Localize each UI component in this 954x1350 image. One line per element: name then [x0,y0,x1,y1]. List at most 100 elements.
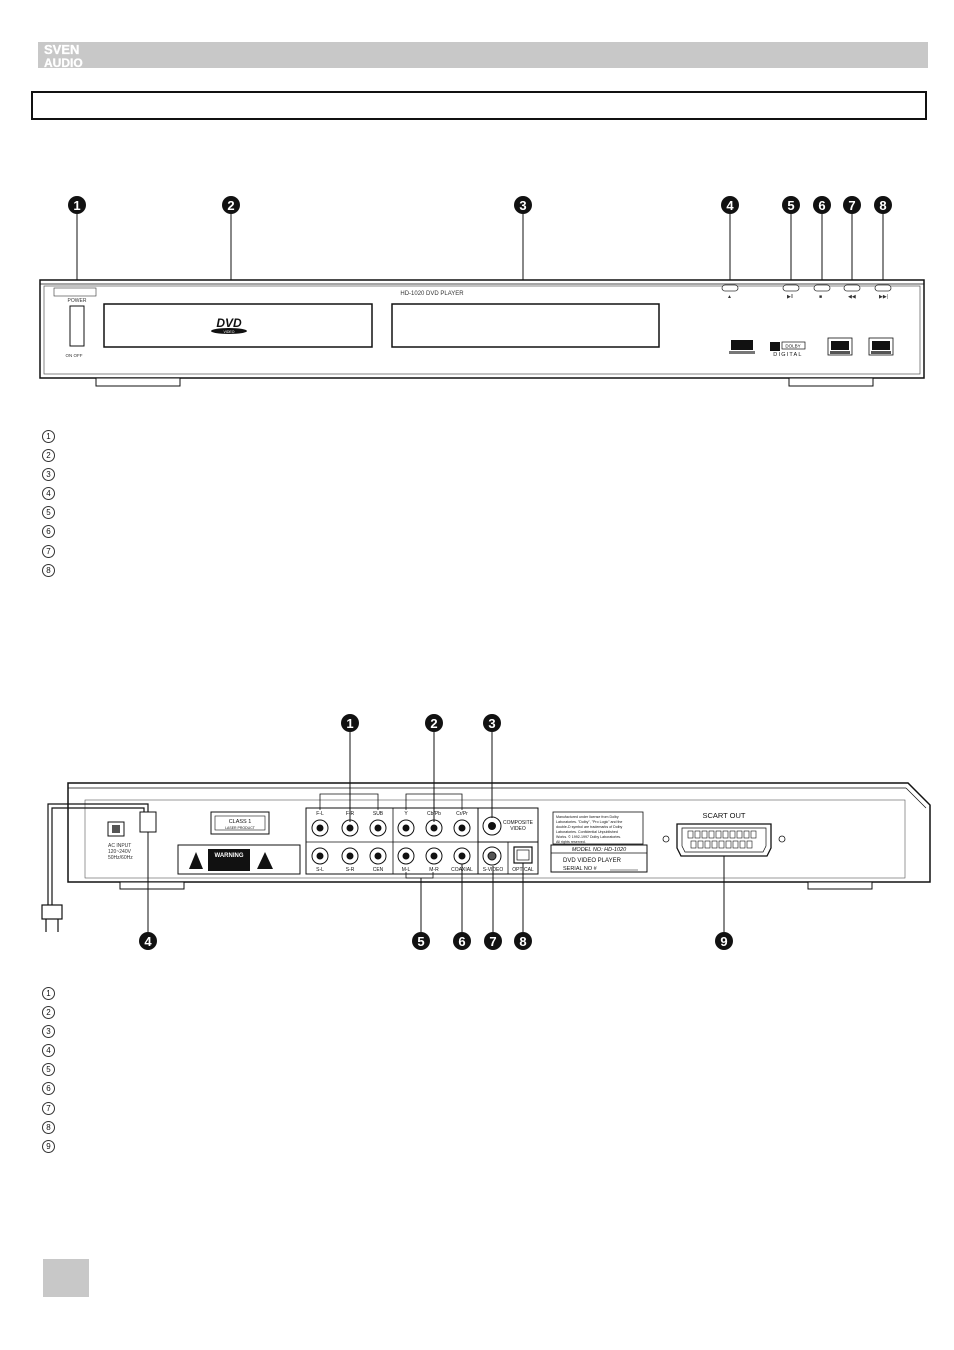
front-callout-3: 3 [514,196,532,214]
front-power-label: POWER [68,298,87,304]
front-callout-6: 6 [813,196,831,214]
compact-disc-logo-1 [827,337,853,356]
svg-text:8: 8 [879,198,886,213]
stop-button [813,284,831,292]
brand-logo: SVEN AUDIO [42,42,94,70]
front-callouts: 1 2 3 4 5 6 7 8 [68,196,892,214]
rca-jacks [311,816,502,866]
svg-text:Laboratories. Confidential Unp: Laboratories. Confidential Unpublished [556,830,618,834]
svg-text:F-L: F-L [316,811,324,817]
svg-text:1: 1 [346,716,353,731]
scart-connector [676,823,772,857]
rear-callout-2: 2 [425,714,443,732]
rear-callout-6: 6 [453,932,471,950]
svg-text:Manufactured under license fro: Manufactured under license from Dolby [556,815,619,819]
rear-callout-1: 1 [341,714,359,732]
svg-text:All rights reserved.: All rights reserved. [556,840,586,844]
rear-callout-8: 8 [514,932,532,950]
eject-icon: ▲ [727,294,732,300]
rear-legend-item: 5 [42,1059,55,1077]
svg-text:50Hz/60Hz: 50Hz/60Hz [108,855,133,861]
rear-callout-3: 3 [483,714,501,732]
next-button [874,284,892,292]
svg-text:9: 9 [720,934,727,949]
rear-callout-7: 7 [484,932,502,950]
rear-legend-item: 9 [42,1136,55,1154]
svg-text:CLASS 1: CLASS 1 [229,819,252,825]
rear-legend-item: 8 [42,1117,55,1135]
rear-legend-item: 3 [42,1021,55,1039]
scart-label: SCART OUT [702,811,745,820]
front-model-label: HD-1020 DVD PLAYER [400,291,464,297]
dolby-digital-logo: DOLBY DIGITAL [770,341,806,358]
svg-text:M-L: M-L [402,867,411,873]
stop-icon: ■ [819,294,822,300]
front-buttons [721,284,892,292]
svg-text:LASER PRODUCT: LASER PRODUCT [225,826,256,830]
display-window [391,303,660,348]
front-callout-leaders [76,214,884,314]
front-callout-1: 1 [68,196,86,214]
svg-text:SUB: SUB [373,811,384,817]
svg-text:COMPOSITE: COMPOSITE [503,820,534,826]
svg-text:M-R: M-R [429,867,439,873]
front-panel-body: HD-1020 DVD PLAYER POWER ON OFF DVD VIDE… [39,279,925,387]
dts-logo [729,340,755,354]
rear-legend-item: 2 [42,1002,55,1020]
brand-line1: SVEN [44,43,79,57]
rear-callouts: 1 2 3 4 5 6 7 8 9 [139,714,733,950]
svg-text:SERIAL NO #: SERIAL NO # [563,866,598,872]
rear-legend-item: 4 [42,1040,55,1058]
svg-text:3: 3 [519,198,526,213]
play-pause-button [782,284,800,292]
rear-panel-diagram: AC INPUT 120~240V 50Hz/60Hz CLASS 1 LASE… [41,714,931,950]
svg-text:6: 6 [818,198,825,213]
power-button [69,305,85,347]
svg-text:2: 2 [227,198,234,213]
front-legend-item: 7 [42,541,55,559]
svg-text:8: 8 [519,934,526,949]
svg-text:2: 2 [430,716,437,731]
rear-legend-item: 7 [42,1098,55,1116]
svg-text:5: 5 [787,198,794,213]
ac-input-label: AC INPUT [108,843,131,849]
svg-text:Laboratories. "Dolby", "Pro Lo: Laboratories. "Dolby", "Pro Logic" and t… [556,820,622,824]
prev-icon: ◀◀ [848,294,856,300]
svg-text:Works. © 1992-1997 Dolby Labor: Works. © 1992-1997 Dolby Laboratories. [556,835,621,839]
svg-text:7: 7 [848,198,855,213]
page-number-box [43,1259,89,1297]
svg-text:WARNING: WARNING [215,853,244,859]
serial-plate: MODEL NO: HD-1020 DVD VIDEO PLAYER SERIA… [550,844,648,873]
svg-text:DOLBY: DOLBY [785,344,800,349]
front-legend-item: 6 [42,521,55,539]
svg-text:4: 4 [726,198,734,213]
svg-text:120~240V: 120~240V [108,849,132,855]
rear-legend-item: 1 [42,983,55,1001]
open-close-button [721,284,739,292]
dvd-logo: DVD [216,316,242,330]
svg-text:MODEL NO: HD-1020: MODEL NO: HD-1020 [572,847,627,853]
svg-text:CEN: CEN [373,867,384,873]
dolby-license-notice: Manufactured under license from Dolby La… [552,811,644,845]
svg-text:6: 6 [458,934,465,949]
rear-legend-item: 6 [42,1078,55,1096]
svg-text:3: 3 [488,716,495,731]
front-legend-item: 3 [42,464,55,482]
rear-callout-9: 9 [715,932,733,950]
front-legend-item: 4 [42,483,55,501]
rear-callout-leaders [147,732,725,932]
compact-disc-logo-2 [868,337,894,356]
rear-callout-5: 5 [412,932,430,950]
front-callout-7: 7 [843,196,861,214]
front-legend-item: 8 [42,560,55,578]
front-panel-diagram: 1 2 3 4 5 6 7 8 HD-1020 DVD PLAYER POWER… [39,196,925,387]
ac-input-socket [107,821,125,837]
front-callout-2: 2 [222,196,240,214]
section-title-box [31,91,927,120]
front-legend-item: 2 [42,445,55,463]
warning-label: WARNING [177,844,301,875]
front-callout-8: 8 [874,196,892,214]
play-pause-icon: ▶‖ [787,294,793,300]
svg-text:5: 5 [417,934,424,949]
front-on-off-label: ON OFF [66,353,83,358]
